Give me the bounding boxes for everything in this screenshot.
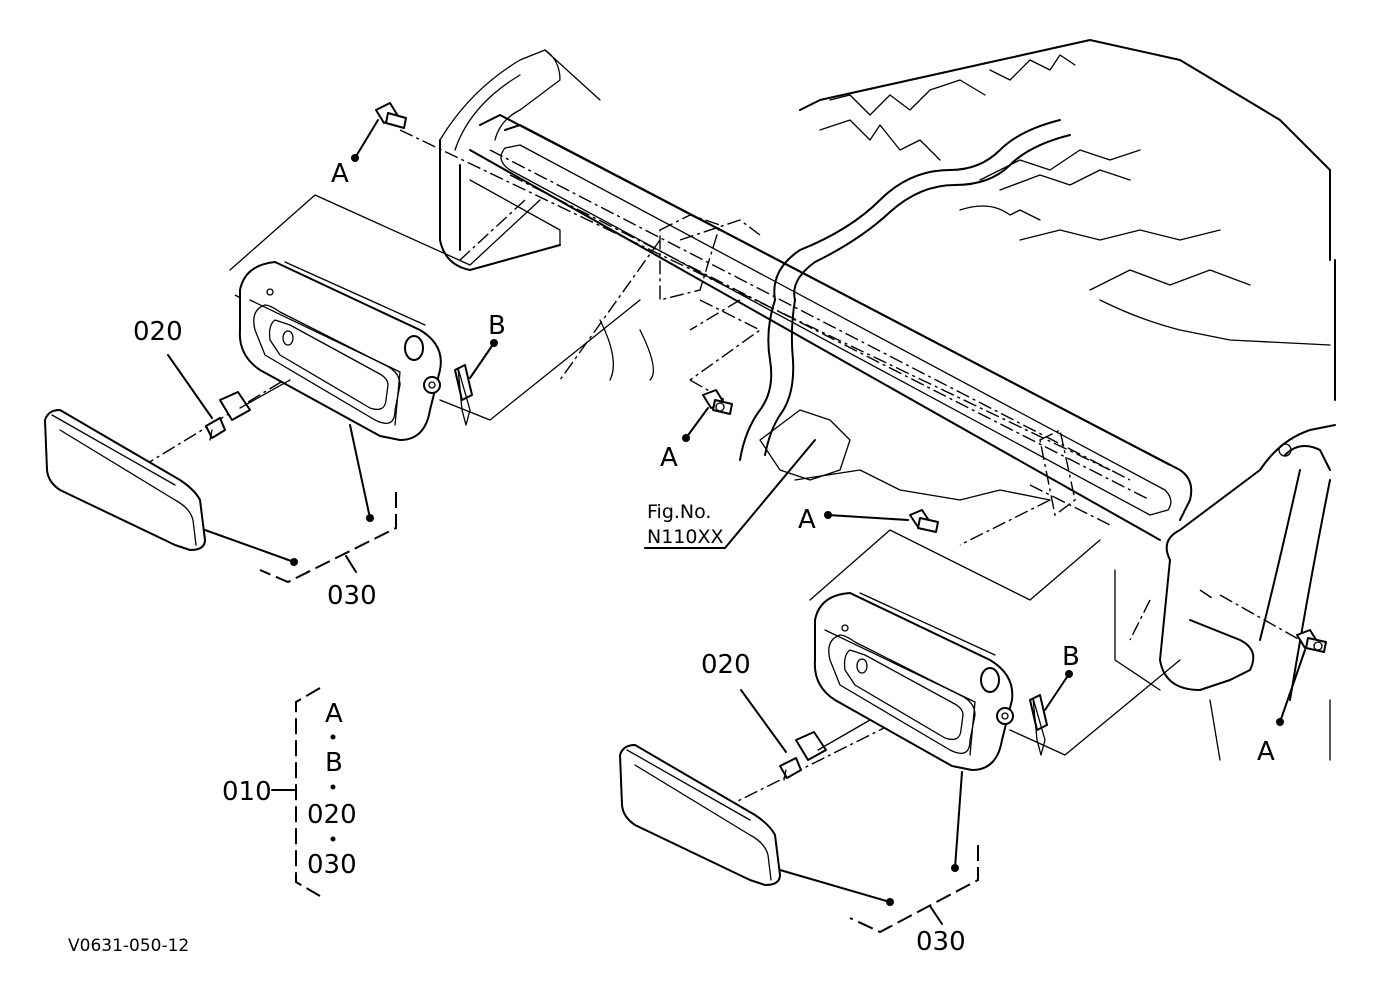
bolt-a-right-center [909,509,939,533]
drawing-code: V0631-050-12 [68,936,189,956]
callout-b-left: B [488,311,506,341]
callout-a-right-center: A [798,505,816,535]
kit-item-a: A [325,699,343,729]
leader-lines [167,119,1306,934]
callout-030-right: 030 [916,927,966,957]
callout-020-left: 020 [133,317,183,347]
callout-a-center: A [660,443,678,473]
bolt-a-center [702,389,733,415]
kit-item-030: 030 [307,850,357,880]
callout-030-left: 030 [327,581,377,611]
callout-b-right: B [1062,642,1080,672]
kit-legend: 010 A B 020 030 [222,687,357,897]
bolt-a-far-right [1296,629,1327,653]
left-lamp-assembly [44,194,641,551]
tractor-frame-outline [439,39,1336,761]
kit-part-number: 010 [222,777,272,807]
fig-ref-label: Fig.No. [647,501,711,523]
right-lamp-assembly [619,529,1181,886]
fig-ref-number: N110XX [647,526,724,548]
bolt-a-upper-left [375,102,407,129]
callout-a-upper-left: A [331,159,349,189]
callout-020-right: 020 [701,650,751,680]
kit-item-b: B [325,748,343,778]
kit-item-020: 020 [307,800,357,830]
callout-a-far-right: A [1257,737,1275,767]
installation-lines [119,129,1301,821]
